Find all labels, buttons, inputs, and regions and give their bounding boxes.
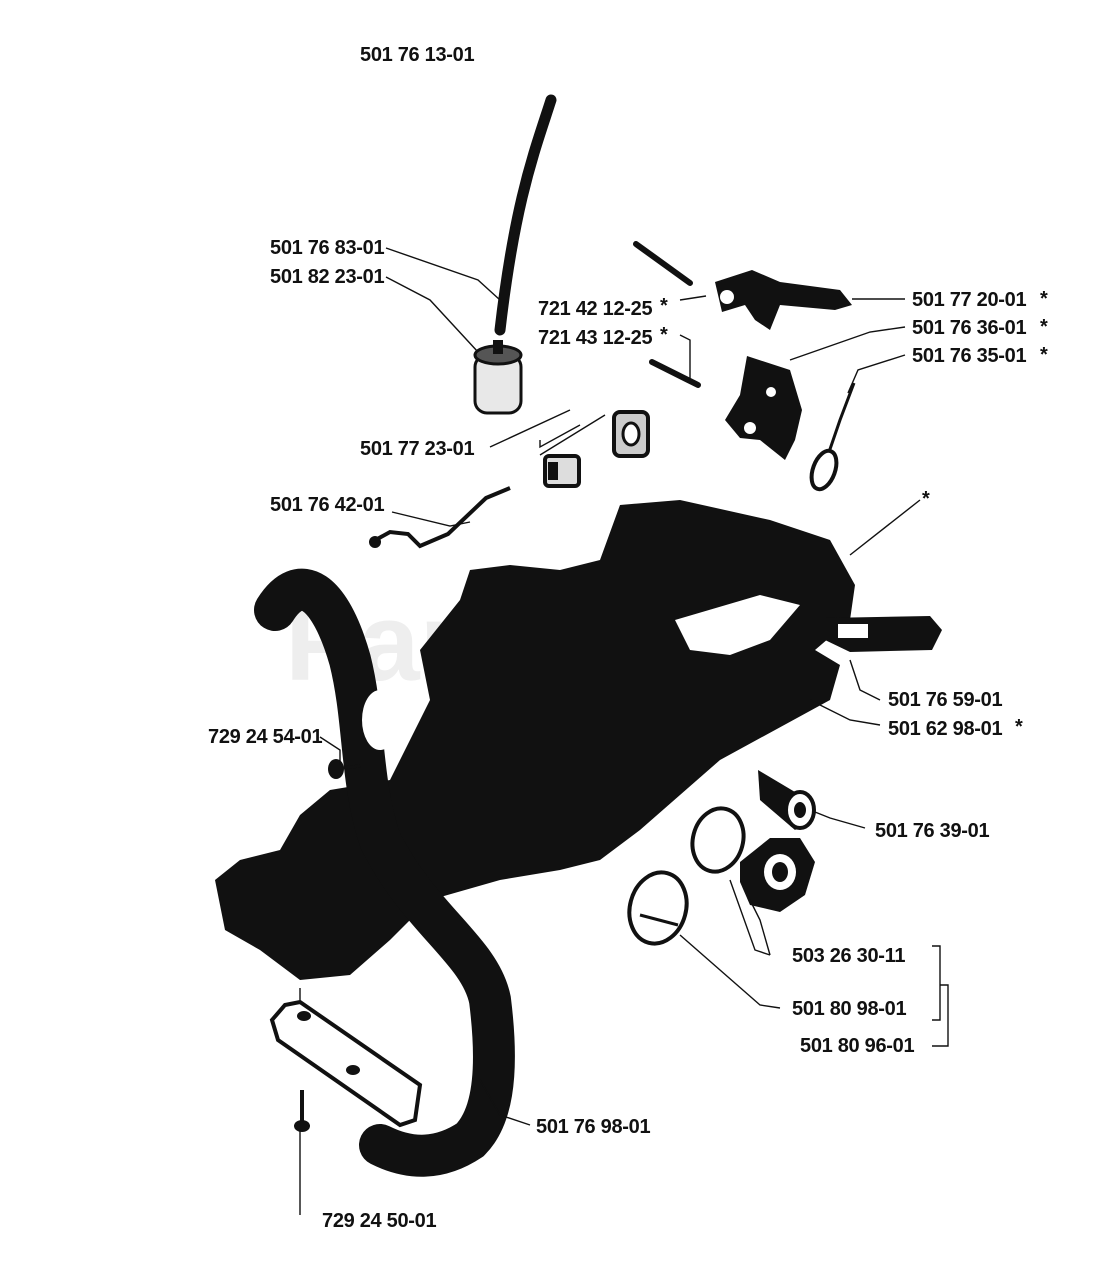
- front-handle-bar: [254, 568, 515, 1177]
- lever: [825, 616, 942, 652]
- star-721-42-12-25: *: [660, 295, 668, 317]
- label-729-24-54-01: 729 24 54-01: [208, 726, 322, 748]
- label-501-76-83-01: 501 76 83-01: [270, 237, 384, 259]
- label-501-76-98-01: 501 76 98-01: [536, 1116, 650, 1138]
- label-501-76-59-01: 501 76 59-01: [888, 689, 1002, 711]
- choke-rod: [371, 486, 511, 549]
- handle-plate: [269, 999, 423, 1128]
- throttle-trigger: [715, 270, 852, 330]
- star-501-76-35-01: *: [1040, 344, 1048, 366]
- label-501-76-36-01: 501 76 36-01: [912, 317, 1026, 339]
- screw-lower: [294, 1090, 310, 1132]
- label-501-76-42-01: 501 76 42-01: [270, 494, 384, 516]
- label-729-24-50-01: 729 24 50-01: [322, 1210, 436, 1232]
- cap-insert: [758, 770, 816, 830]
- label-501-77-23-01: 501 77 23-01: [360, 438, 474, 460]
- star-721-43-12-25: *: [660, 324, 668, 346]
- label-503-26-30-11: 503 26 30-11: [792, 945, 905, 967]
- label-721-42-12-25: 721 42 12-25: [538, 298, 652, 320]
- star-501-62-98-01: *: [1015, 716, 1023, 738]
- o-ring-upper: [690, 806, 746, 874]
- star-501-77-20-01: *: [1040, 288, 1048, 310]
- label-501-77-20-01: 501 77 20-01: [912, 289, 1026, 311]
- label-501-76-35-01: 501 76 35-01: [912, 345, 1026, 367]
- label-501-62-98-01: 501 62 98-01: [888, 718, 1002, 740]
- pin-upper: [633, 241, 693, 286]
- choke-parts: [543, 410, 650, 488]
- label-501-76-39-01: 501 76 39-01: [875, 820, 989, 842]
- star-housing: *: [922, 488, 930, 510]
- star-501-76-36-01: *: [1040, 316, 1048, 338]
- label-501-82-23-01: 501 82 23-01: [270, 266, 384, 288]
- fuel-hose: [494, 94, 557, 336]
- label-501-80-96-01: 501 80 96-01: [800, 1035, 914, 1057]
- label-501-76-13-01: 501 76 13-01: [360, 44, 474, 66]
- spring: [809, 382, 856, 492]
- label-721-43-12-25: 721 43 12-25: [538, 327, 652, 349]
- gasket: [627, 870, 689, 946]
- handle-hole: [362, 690, 398, 750]
- label-501-80-98-01: 501 80 98-01: [792, 998, 906, 1020]
- leader-lines: [299, 247, 949, 1215]
- pin-lower: [649, 359, 701, 388]
- choke-rod-end: [369, 536, 381, 548]
- throttle-lockout: [725, 356, 802, 460]
- fuel-filter: [473, 340, 523, 415]
- fuel-cap: [740, 838, 815, 912]
